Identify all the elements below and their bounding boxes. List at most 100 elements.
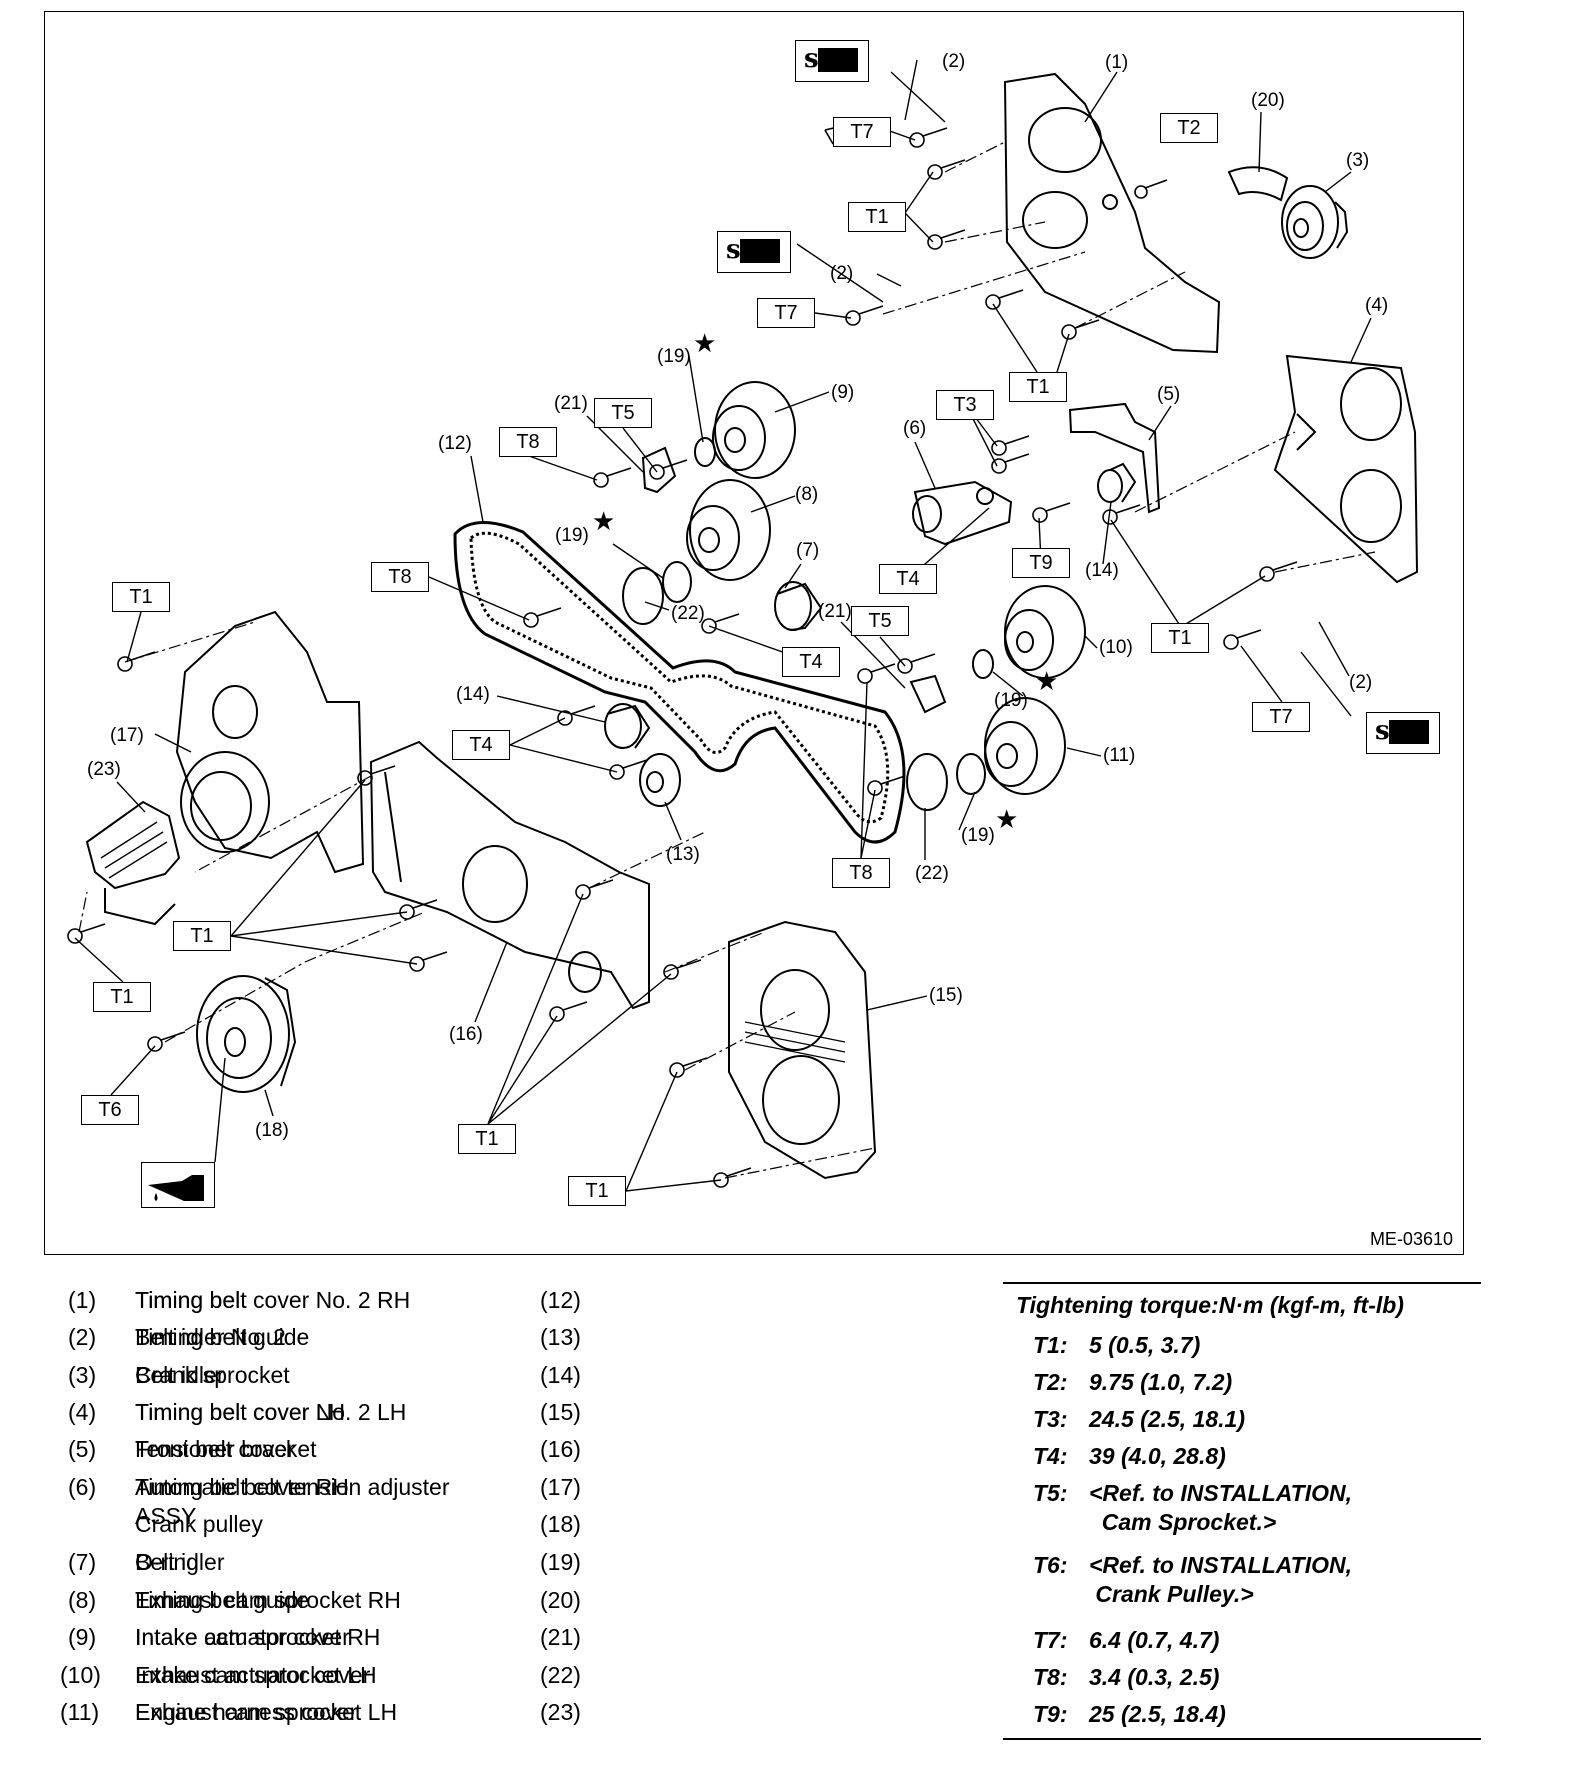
part-callout: (23) bbox=[87, 759, 121, 780]
legend-text: Exhaust actuator cover bbox=[135, 1662, 371, 1688]
legend-number: (13) bbox=[540, 1324, 581, 1350]
part-callout: (9) bbox=[831, 382, 855, 403]
part-callout: (21) bbox=[818, 601, 852, 622]
legend-text: Intake cam sprocket LH bbox=[135, 1662, 377, 1688]
torque-label-box: T4 bbox=[879, 564, 937, 594]
torque-title: Tightening torque:N·m (kgf-m, ft-lb) bbox=[1016, 1292, 1404, 1318]
torque-label-box: T1 bbox=[458, 1124, 516, 1154]
torque-value: <Ref. to INSTALLATION, Cam Sprocket.> bbox=[1089, 1480, 1352, 1535]
legend-text: Exhaust cam sprocket LH bbox=[135, 1699, 398, 1725]
star-icon: ★ bbox=[693, 328, 717, 358]
legend-number: (1) bbox=[68, 1287, 97, 1313]
part-callout: (8) bbox=[795, 484, 819, 505]
torque-value: 5 (0.5, 3.7) bbox=[1089, 1332, 1201, 1358]
legend-number: (19) bbox=[540, 1549, 581, 1575]
legend-text: Front belt cover bbox=[135, 1436, 295, 1462]
part-crank-pulley bbox=[196, 975, 297, 1093]
legend-number: (6) bbox=[68, 1474, 97, 1500]
legend-text: Timing belt cover No. 2 RH bbox=[135, 1287, 411, 1313]
torque-label-box: T8 bbox=[371, 562, 429, 592]
torque-value: 3.4 (0.3, 2.5) bbox=[1089, 1664, 1220, 1690]
torque-label-box: T6 bbox=[81, 1095, 139, 1125]
torque-value: <Ref. to INSTALLATION, Crank Pulley.> bbox=[1089, 1552, 1352, 1607]
part-callout: (21) bbox=[554, 393, 588, 414]
legend-text: Crank pulley bbox=[135, 1511, 263, 1537]
torque-key: T1: bbox=[1033, 1332, 1068, 1358]
part-callout: (22) bbox=[671, 603, 705, 624]
star-icon: ★ bbox=[995, 804, 1019, 834]
torque-panel: Tightening torque:N·m (kgf-m, ft-lb) T1:… bbox=[1003, 1282, 1481, 1740]
legend-number: (11) bbox=[60, 1699, 100, 1725]
torque-label-box: T7 bbox=[1252, 702, 1310, 732]
legend-number: (5) bbox=[68, 1436, 97, 1462]
legend-text: Tensioner bracket bbox=[135, 1436, 317, 1462]
torque-value: 6.4 (0.7, 4.7) bbox=[1089, 1627, 1220, 1653]
part-callout: (19) bbox=[994, 690, 1028, 711]
legend-number: (2) bbox=[68, 1324, 97, 1350]
legend-text: O-ring bbox=[135, 1549, 199, 1575]
part-callout: (3) bbox=[1346, 150, 1370, 171]
torque-label-box: T1 bbox=[1009, 372, 1067, 402]
legend-text: Timing belt cover RH bbox=[135, 1474, 349, 1500]
star-icon: ★ bbox=[592, 506, 616, 536]
legend-number: (7) bbox=[68, 1549, 97, 1575]
part-callout: (11) bbox=[1103, 745, 1136, 766]
part-timing-belt bbox=[453, 521, 906, 844]
legend-number: (23) bbox=[540, 1699, 581, 1725]
part-callout: (14) bbox=[456, 684, 490, 705]
leader-lines bbox=[74, 59, 1372, 1192]
part-callout: (5) bbox=[1157, 384, 1181, 405]
part-callout: (15) bbox=[929, 985, 963, 1006]
legend-number: (14) bbox=[540, 1362, 581, 1388]
part-front-belt-cover bbox=[369, 740, 650, 1010]
part-belt-cover-no2-lh bbox=[1273, 354, 1419, 584]
part-exhaust-cam-sprocket-lh bbox=[984, 697, 1066, 795]
legend-text: Intake actuator cover bbox=[135, 1624, 350, 1650]
diagram-drawing bbox=[67, 59, 1419, 1192]
part-belt-idler-no2 bbox=[639, 753, 681, 807]
part-callout: (14) bbox=[1085, 560, 1119, 581]
star-icon: ★ bbox=[1035, 666, 1059, 696]
part-callout: (4) bbox=[1365, 295, 1389, 316]
torque-key: T2: bbox=[1033, 1369, 1068, 1395]
part-crank-sprocket bbox=[1281, 185, 1349, 259]
part-callout: (17) bbox=[110, 725, 144, 746]
legend-text: Engine harness cover bbox=[135, 1699, 358, 1725]
torque-label-box: T1 bbox=[568, 1176, 626, 1206]
legend-text: Timing belt bbox=[135, 1287, 247, 1313]
torque-label-box: T1 bbox=[848, 202, 906, 232]
torque-label-box: T1 bbox=[1151, 623, 1209, 653]
oil-can-drawing bbox=[148, 1175, 204, 1201]
torque-label-box: T5 bbox=[594, 398, 652, 428]
part-callout: (13) bbox=[666, 844, 700, 865]
legend-number: (12) bbox=[540, 1287, 581, 1313]
torque-label-box: T3 bbox=[936, 390, 994, 420]
legend-number: (15) bbox=[540, 1399, 581, 1425]
part-timing-belt-cover-rh bbox=[175, 610, 365, 874]
legend-text: Timing belt cover No. 2 LH bbox=[135, 1399, 407, 1425]
part-callout: (2) bbox=[830, 263, 854, 284]
torque-value: 25 (2.5, 18.4) bbox=[1089, 1701, 1226, 1727]
legend-text: Automatic belt tension adjuster bbox=[135, 1474, 450, 1500]
legend-text: ASSY bbox=[135, 1503, 197, 1529]
torque-key: T4: bbox=[1033, 1443, 1068, 1469]
legend-text: Intake cam sprocket RH bbox=[135, 1624, 381, 1650]
legend-text: Belt idler bbox=[135, 1362, 225, 1388]
torque-label-box: T4 bbox=[452, 730, 510, 760]
part-belt-idler-14b bbox=[604, 703, 642, 749]
part-callout: (1) bbox=[1105, 52, 1129, 73]
torque-label-box: T8 bbox=[832, 858, 890, 888]
part-callout: (2) bbox=[942, 51, 966, 72]
sealant-icon: s bbox=[717, 231, 791, 273]
torque-label-box: T1 bbox=[173, 921, 231, 951]
legend-number: (22) bbox=[540, 1662, 581, 1688]
torque-label-box: T1 bbox=[93, 982, 151, 1012]
part-callout: (12) bbox=[438, 433, 472, 454]
torque-label-box: T8 bbox=[499, 427, 557, 457]
part-callout: (19) bbox=[555, 525, 589, 546]
legend-number: (18) bbox=[540, 1511, 581, 1537]
part-callout: (22) bbox=[915, 863, 949, 884]
torque-label-box: T9 bbox=[1012, 548, 1070, 578]
torque-label-box: T1 bbox=[112, 582, 170, 612]
torque-label-box: T2 bbox=[1160, 113, 1218, 143]
